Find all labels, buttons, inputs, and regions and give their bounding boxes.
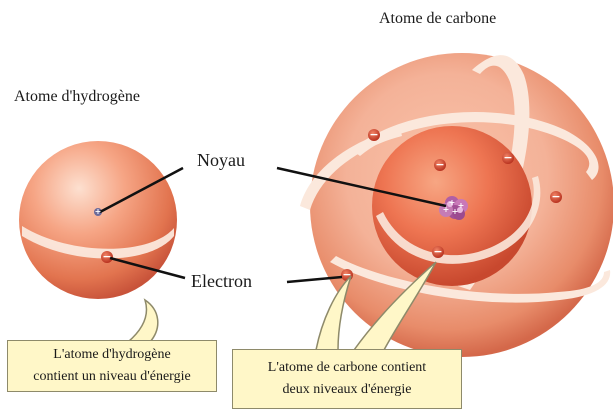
hydrogen-callout-line2: contient un niveau d'énergie (8, 366, 216, 388)
electron-charge-sign: − (503, 150, 513, 166)
hydrogen-sphere (19, 141, 177, 299)
carbon-callout-line1: L'atome de carbone contient (233, 357, 461, 379)
nucleus-charge-sign: + (442, 204, 450, 216)
hydrogen-callout-line1: L'atome d'hydrogène (8, 344, 216, 366)
hydrogen-title: Atome d'hydrogène (14, 88, 140, 106)
carbon-callout-tail-left (316, 276, 351, 350)
electron-charge-sign: − (102, 249, 112, 265)
carbon-callout: L'atome de carbone contient deux niveaux… (232, 349, 462, 409)
electron-charge-sign: − (433, 244, 443, 260)
hydrogen-callout-tail (128, 300, 158, 342)
nucleus-charge-sign: + (451, 206, 459, 218)
carbon-title: Atome de carbone (379, 10, 496, 28)
nucleus-label: Noyau (197, 150, 245, 171)
electron-charge-sign: − (369, 127, 379, 143)
carbon-callout-line2: deux niveaux d'énergie (233, 379, 461, 401)
electron-charge-sign: − (551, 189, 561, 205)
hydrogen-atom (19, 141, 177, 299)
electron-charge-sign: − (435, 157, 445, 173)
nucleus-charge-sign: + (94, 206, 102, 218)
electron-label: Electron (191, 271, 252, 292)
electron-charge-sign: − (342, 267, 352, 283)
hydrogen-callout: L'atome d'hydrogène contient un niveau d… (7, 340, 217, 392)
